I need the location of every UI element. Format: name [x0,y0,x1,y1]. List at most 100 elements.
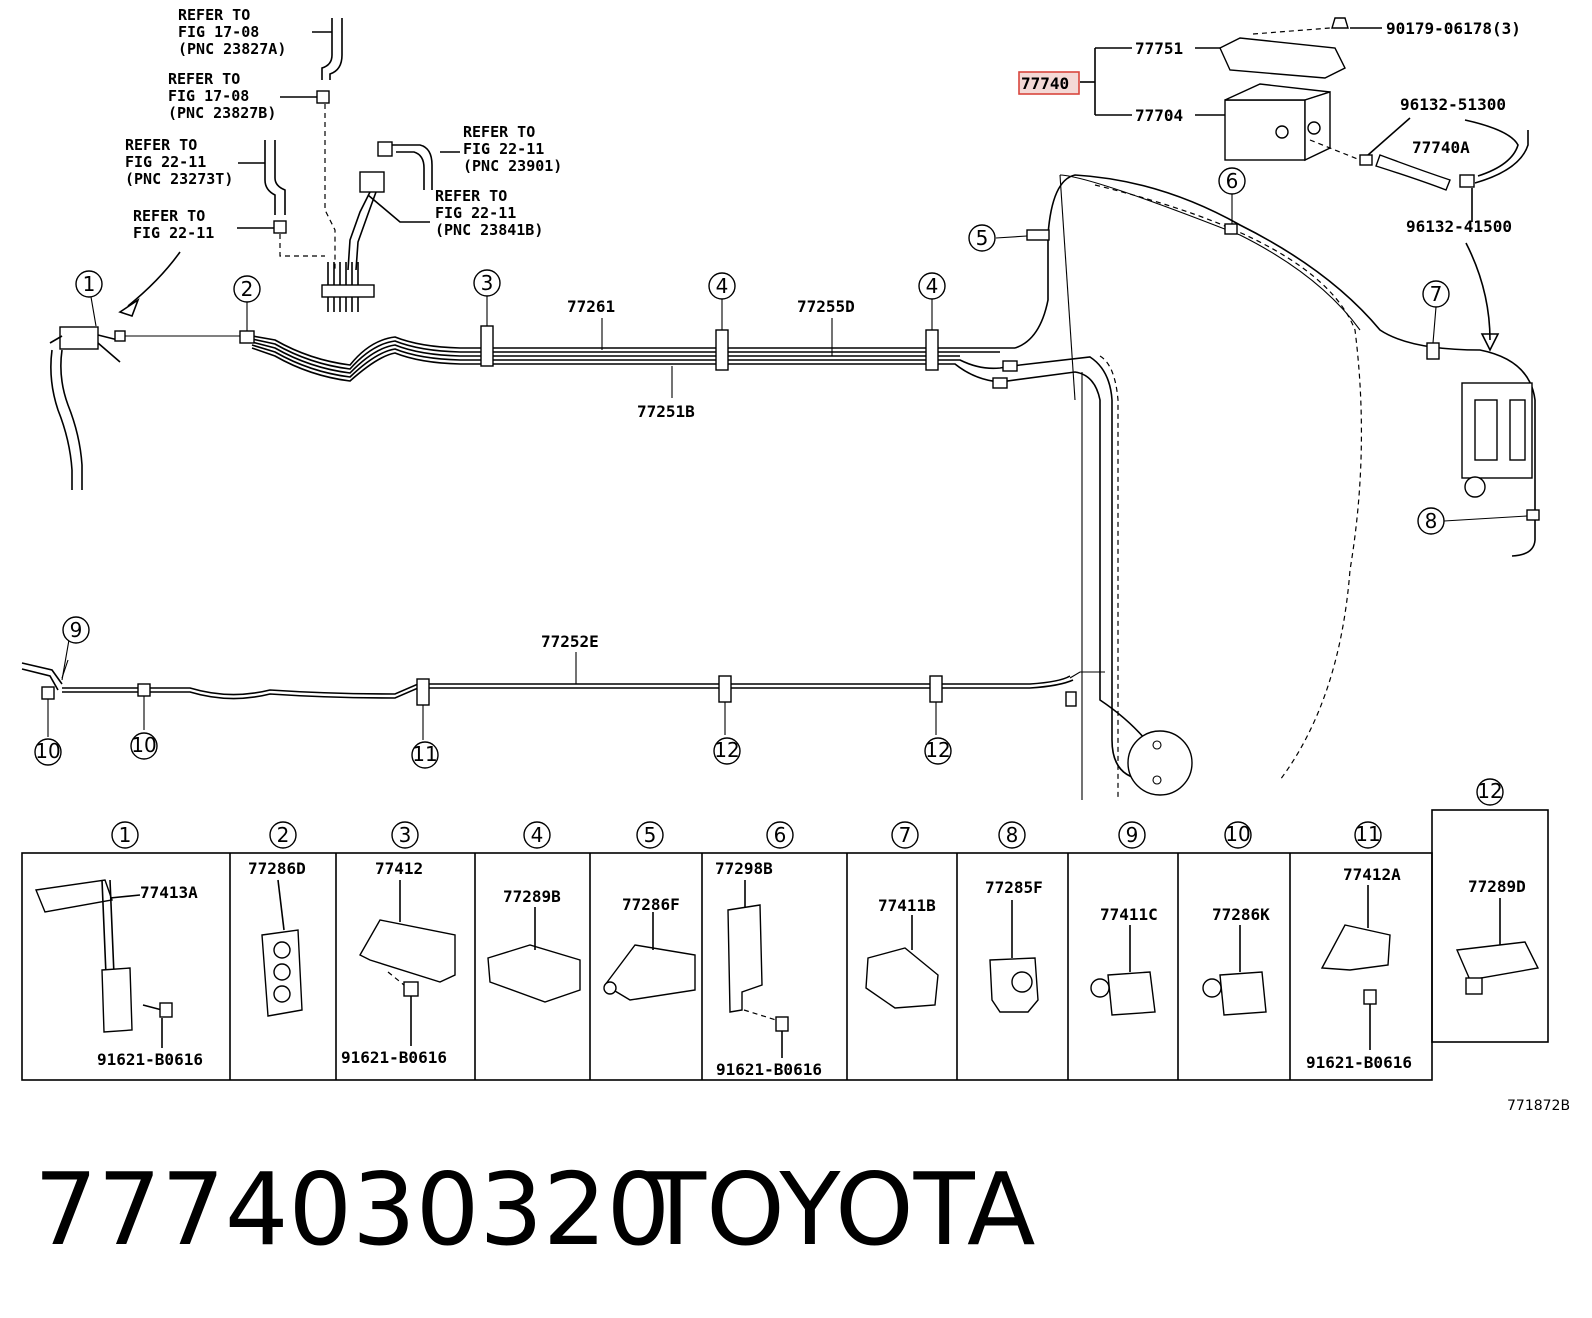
svg-text:10: 10 [1225,822,1250,846]
svg-text:7: 7 [899,823,912,847]
label-77751: 77751 [1135,39,1183,58]
callout-8: 8 [1417,507,1445,535]
svg-text:12: 12 [1477,779,1502,803]
connector-bundle [321,262,375,312]
label-77255D: 77255D [797,297,855,316]
label-77251B: 77251B [637,402,695,421]
svg-text:REFER TO: REFER TO [178,6,250,24]
svg-text:FIG 22-11: FIG 22-11 [125,153,206,171]
callout-6: 6 [1218,167,1246,195]
table-part-77286D: 77286D [248,859,306,878]
svg-text:2: 2 [277,823,290,847]
svg-text:FIG 17-08: FIG 17-08 [178,23,259,41]
table-part-77286F: 77286F [622,895,680,914]
clip-drawings [35,879,1540,1058]
table-part-77412: 77412 [375,859,423,878]
table-part-77411C: 77411C [1100,905,1158,924]
table-col-9-num: 9 [1118,821,1146,849]
svg-text:4: 4 [716,274,729,298]
callout-10b: 10 [130,732,158,760]
parts-table [21,809,1549,1081]
refer-note-3: REFER TO FIG 22-11 (PNC 23273T) [125,136,233,188]
table-part-77298B: 77298B [715,859,773,878]
table-col-7-num: 7 [891,821,919,849]
callout-12b: 12 [924,737,952,765]
svg-text:5: 5 [976,226,989,250]
svg-text:5: 5 [644,823,657,847]
table-col-12-num: 12 [1476,778,1504,806]
table-part-91621-6: 91621-B0616 [716,1060,822,1079]
upper-fuel-tubes [114,174,1536,800]
svg-text:REFER TO: REFER TO [463,123,535,141]
svg-text:3: 3 [481,271,494,295]
svg-text:9: 9 [1126,823,1139,847]
svg-text:(PNC 23841B): (PNC 23841B) [435,221,543,239]
svg-text:8: 8 [1006,823,1019,847]
figure-code: 771872B [1507,1098,1570,1114]
svg-text:REFER TO: REFER TO [133,207,205,225]
part-number: 7774030320 [34,1151,670,1268]
svg-text:12: 12 [714,738,739,762]
svg-text:FIG 22-11: FIG 22-11 [463,140,544,158]
table-part-77289D: 77289D [1468,877,1526,896]
refer-note-5: REFER TO FIG 22-11 (PNC 23901) [463,123,562,175]
svg-text:(PNC 23273T): (PNC 23273T) [125,170,233,188]
label-96132-51300: 96132-51300 [1400,95,1506,114]
svg-text:10: 10 [35,739,60,763]
table-part-77289B: 77289B [503,887,561,906]
svg-text:3: 3 [399,823,412,847]
charcoal-canister [1219,17,1533,498]
label-96132-41500: 96132-41500 [1406,217,1512,236]
lower-fuel-tube [21,659,1105,707]
brand-name: TOYOTA [644,1151,1035,1268]
highlight-box [1018,71,1080,95]
table-part-91621-1: 91621-B0616 [97,1050,203,1069]
callout-9: 9 [62,616,90,644]
svg-text:1: 1 [83,272,96,296]
table-part-77286K: 77286K [1212,905,1270,924]
table-col-2-num: 2 [269,821,297,849]
callout-1: 1 [75,270,103,298]
svg-text:(PNC 23827B): (PNC 23827B) [168,104,276,122]
label-77261: 77261 [567,297,615,316]
refer-note-4: REFER TO FIG 22-11 [133,207,214,242]
svg-text:(PNC 23901): (PNC 23901) [463,157,562,175]
callout-10a: 10 [34,738,62,766]
refer-note-6: REFER TO FIG 22-11 (PNC 23841B) [435,187,543,239]
refer-note-2: REFER TO FIG 17-08 (PNC 23827B) [168,70,276,122]
svg-text:9: 9 [70,618,83,642]
callout-3: 3 [473,269,501,297]
svg-text:4: 4 [531,823,544,847]
table-col-4-num: 4 [523,821,551,849]
svg-text:(PNC 23827A): (PNC 23827A) [178,40,286,58]
svg-text:FIG 17-08: FIG 17-08 [168,87,249,105]
label-90179: 90179-06178(3) [1386,19,1521,38]
svg-text:7: 7 [1430,282,1443,306]
table-col-6-num: 6 [766,821,794,849]
refer-note-1: REFER TO FIG 17-08 (PNC 23827A) [178,6,286,58]
callout-12a: 12 [713,737,741,765]
table-part-77412A: 77412A [1343,865,1401,884]
callout-5: 5 [968,224,996,252]
table-part-77411B: 77411B [878,896,936,915]
callout-4b: 4 [918,272,946,300]
table-col-11-num: 11 [1354,821,1382,849]
svg-text:11: 11 [1355,822,1380,846]
svg-text:REFER TO: REFER TO [125,136,197,154]
label-77252E: 77252E [541,632,599,651]
callout-4a: 4 [708,272,736,300]
table-col-3-num: 3 [391,821,419,849]
svg-text:REFER TO: REFER TO [435,187,507,205]
label-77740A: 77740A [1412,138,1470,157]
callout-2: 2 [233,275,261,303]
svg-text:6: 6 [1226,169,1239,193]
svg-text:4: 4 [926,274,939,298]
table-col-8-num: 8 [998,821,1026,849]
label-77704: 77704 [1135,106,1183,125]
svg-text:FIG 22-11: FIG 22-11 [435,204,516,222]
svg-text:6: 6 [774,823,787,847]
svg-text:8: 8 [1425,509,1438,533]
table-part-91621-3: 91621-B0616 [341,1048,447,1067]
svg-text:10: 10 [131,733,156,757]
